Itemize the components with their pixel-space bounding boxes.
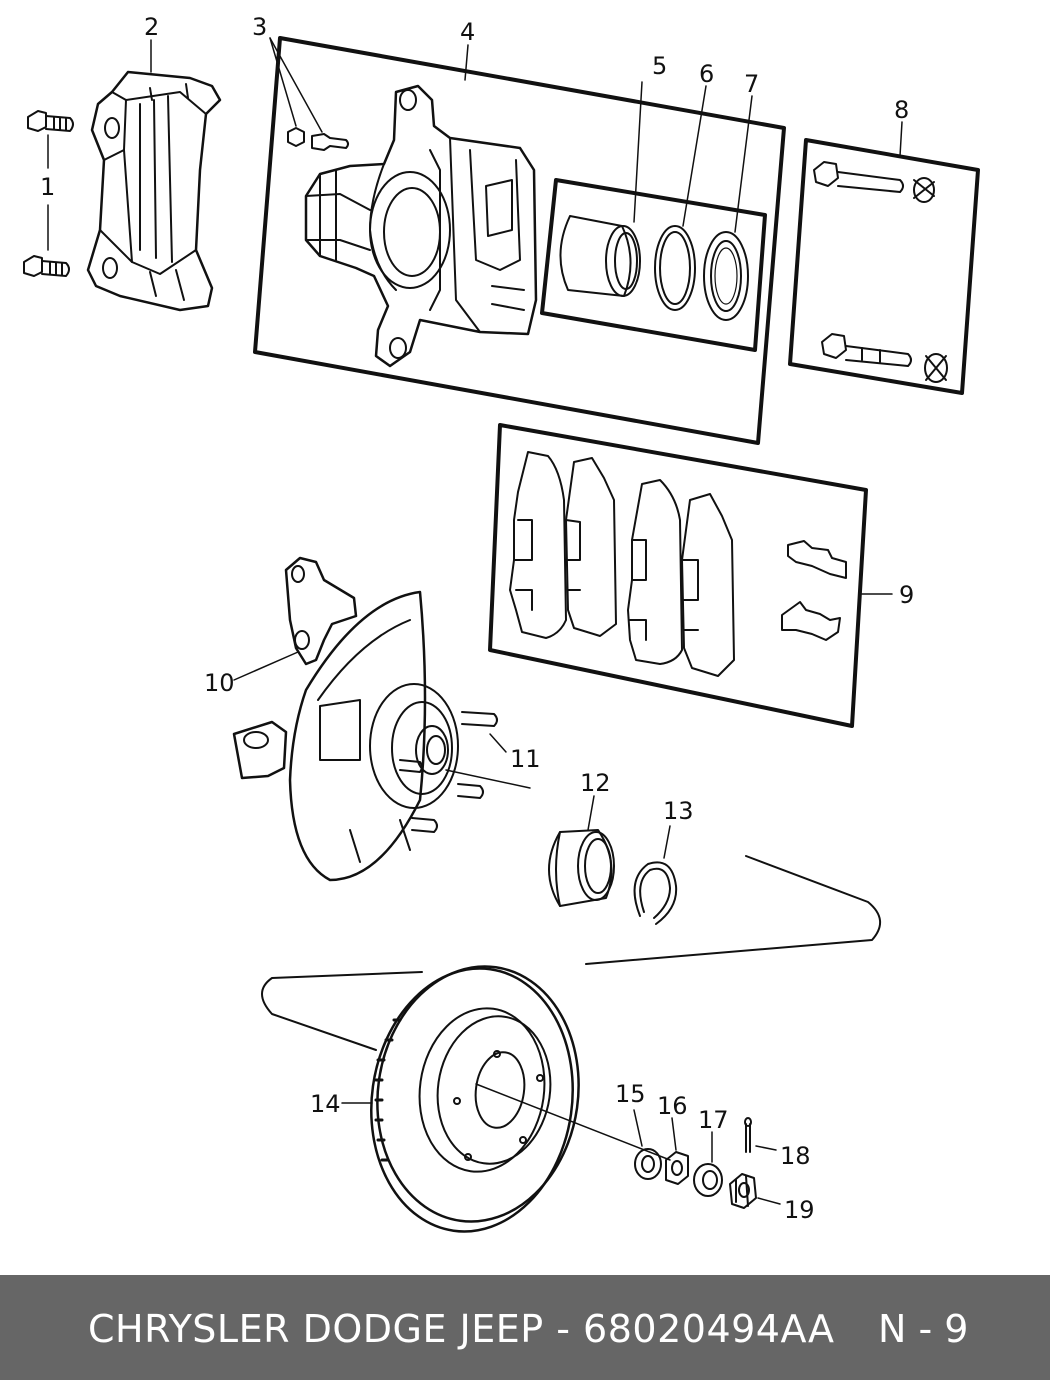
bleeder-screw-icon [269, 37, 349, 151]
wheel-stud-icon [399, 711, 531, 833]
brake-pad-kit-icon [509, 451, 893, 677]
piston-kit-frame [540, 178, 767, 352]
guide-pin-kit-frame [788, 138, 980, 395]
callout-19: 19 [784, 1196, 815, 1224]
piston-seal-icon [654, 85, 707, 311]
cotter-pin-icon [744, 1117, 777, 1153]
caliper-group-frame [253, 36, 786, 445]
nut-retainer-icon [693, 1131, 723, 1197]
callout-12: 12 [580, 769, 611, 797]
castle-nut-icon [729, 1173, 781, 1209]
callout-15: 15 [615, 1080, 646, 1108]
brake-pad-kit-frame [488, 423, 868, 728]
brake-caliper-icon [304, 44, 538, 368]
steering-knuckle-icon [232, 556, 459, 882]
snap-ring-icon [633, 825, 678, 925]
callout-11: 11 [510, 745, 541, 773]
footer-title: CHRYSLER DODGE JEEP - 68020494AA [88, 1307, 835, 1351]
callout-8: 8 [894, 96, 909, 124]
assembly-guide-lines [261, 855, 881, 1161]
callout-6: 6 [699, 60, 714, 88]
wheel-bearing-icon [548, 795, 615, 907]
brake-rotor-icon [341, 965, 580, 1233]
guide-pin-bolt-icon [813, 121, 948, 383]
page-reference: N - 9 [878, 1307, 969, 1351]
callout-18: 18 [780, 1142, 811, 1170]
callout-17: 17 [698, 1106, 729, 1134]
callout-7: 7 [744, 70, 759, 98]
exploded-parts-diagram: 1 2 3 4 5 6 7 8 9 10 11 12 13 14 15 16 1… [23, 13, 980, 1233]
callout-10: 10 [204, 669, 235, 697]
callout-1: 1 [40, 173, 55, 201]
footer-bar: CHRYSLER DODGE JEEP - 68020494AA N - 9 [0, 1275, 1050, 1380]
callout-labels: 1 2 3 4 5 6 7 8 9 10 11 12 13 14 15 16 1… [40, 13, 914, 1224]
callout-2: 2 [144, 13, 159, 41]
callout-4: 4 [460, 18, 475, 46]
callout-9: 9 [899, 581, 914, 609]
callout-5: 5 [652, 52, 667, 80]
callout-16: 16 [657, 1092, 688, 1120]
washer-icon [633, 1109, 662, 1180]
caliper-piston-icon [559, 81, 643, 297]
caliper-mount-bolt-icon [23, 110, 74, 277]
callout-13: 13 [663, 797, 694, 825]
piston-boot-icon [703, 95, 753, 321]
callout-3: 3 [252, 13, 267, 41]
caliper-adapter-bracket-icon [86, 39, 222, 312]
hub-nut-icon [665, 1117, 689, 1185]
callout-14: 14 [310, 1090, 341, 1118]
